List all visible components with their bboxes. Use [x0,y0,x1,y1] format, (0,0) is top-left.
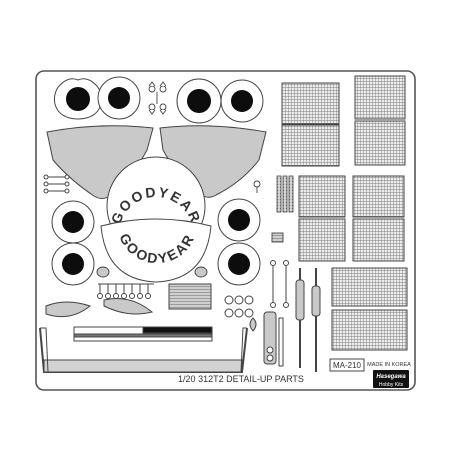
wheel-disc-mid-left-2 [51,242,95,286]
svg-text:Hobby Kits: Hobby Kits [379,382,404,388]
sheet-title: 1/20 312T2 DETAIL-UP PARTS [178,374,304,384]
part-number: MA-210 [333,361,362,370]
long-rod-assembly [73,326,213,342]
comb-bracket [97,283,154,299]
wheel-disc-top-3 [176,78,222,124]
wheel-disc-mid-right-2 [217,242,261,286]
rear-wing-endplate [39,327,248,373]
small-parts-bottom [249,311,284,367]
wheel-disc-top-2 [97,76,141,120]
stay-rods [270,260,321,372]
wheel-disc-top-1 [53,78,103,120]
small-ovals [96,266,208,278]
brand-logo: Hasegawa Hobby Kits [373,370,409,388]
fasteners-mid [253,180,284,243]
link-rods-left [43,174,70,194]
wheel-disc-top-4 [220,79,264,123]
small-grille-plate [168,283,212,310]
fin-left [45,301,92,318]
vent-grille-lower [331,267,408,351]
part-number-badge [329,358,365,372]
wheel-disc-mid-left-1 [51,200,95,244]
wheel-disc-mid-right-1 [217,198,261,242]
origin-text: MADE IN KOREA [367,362,411,368]
tire-lettering-lower: GOODYEAR [100,218,212,283]
small-fittings-top [148,81,167,115]
fin-right [103,298,154,315]
washers [224,295,254,318]
vent-grille-upper [281,75,406,167]
mesh-strips [276,175,294,213]
vent-grille-middle [298,175,405,262]
svg-text:Hasegawa: Hasegawa [376,374,406,380]
